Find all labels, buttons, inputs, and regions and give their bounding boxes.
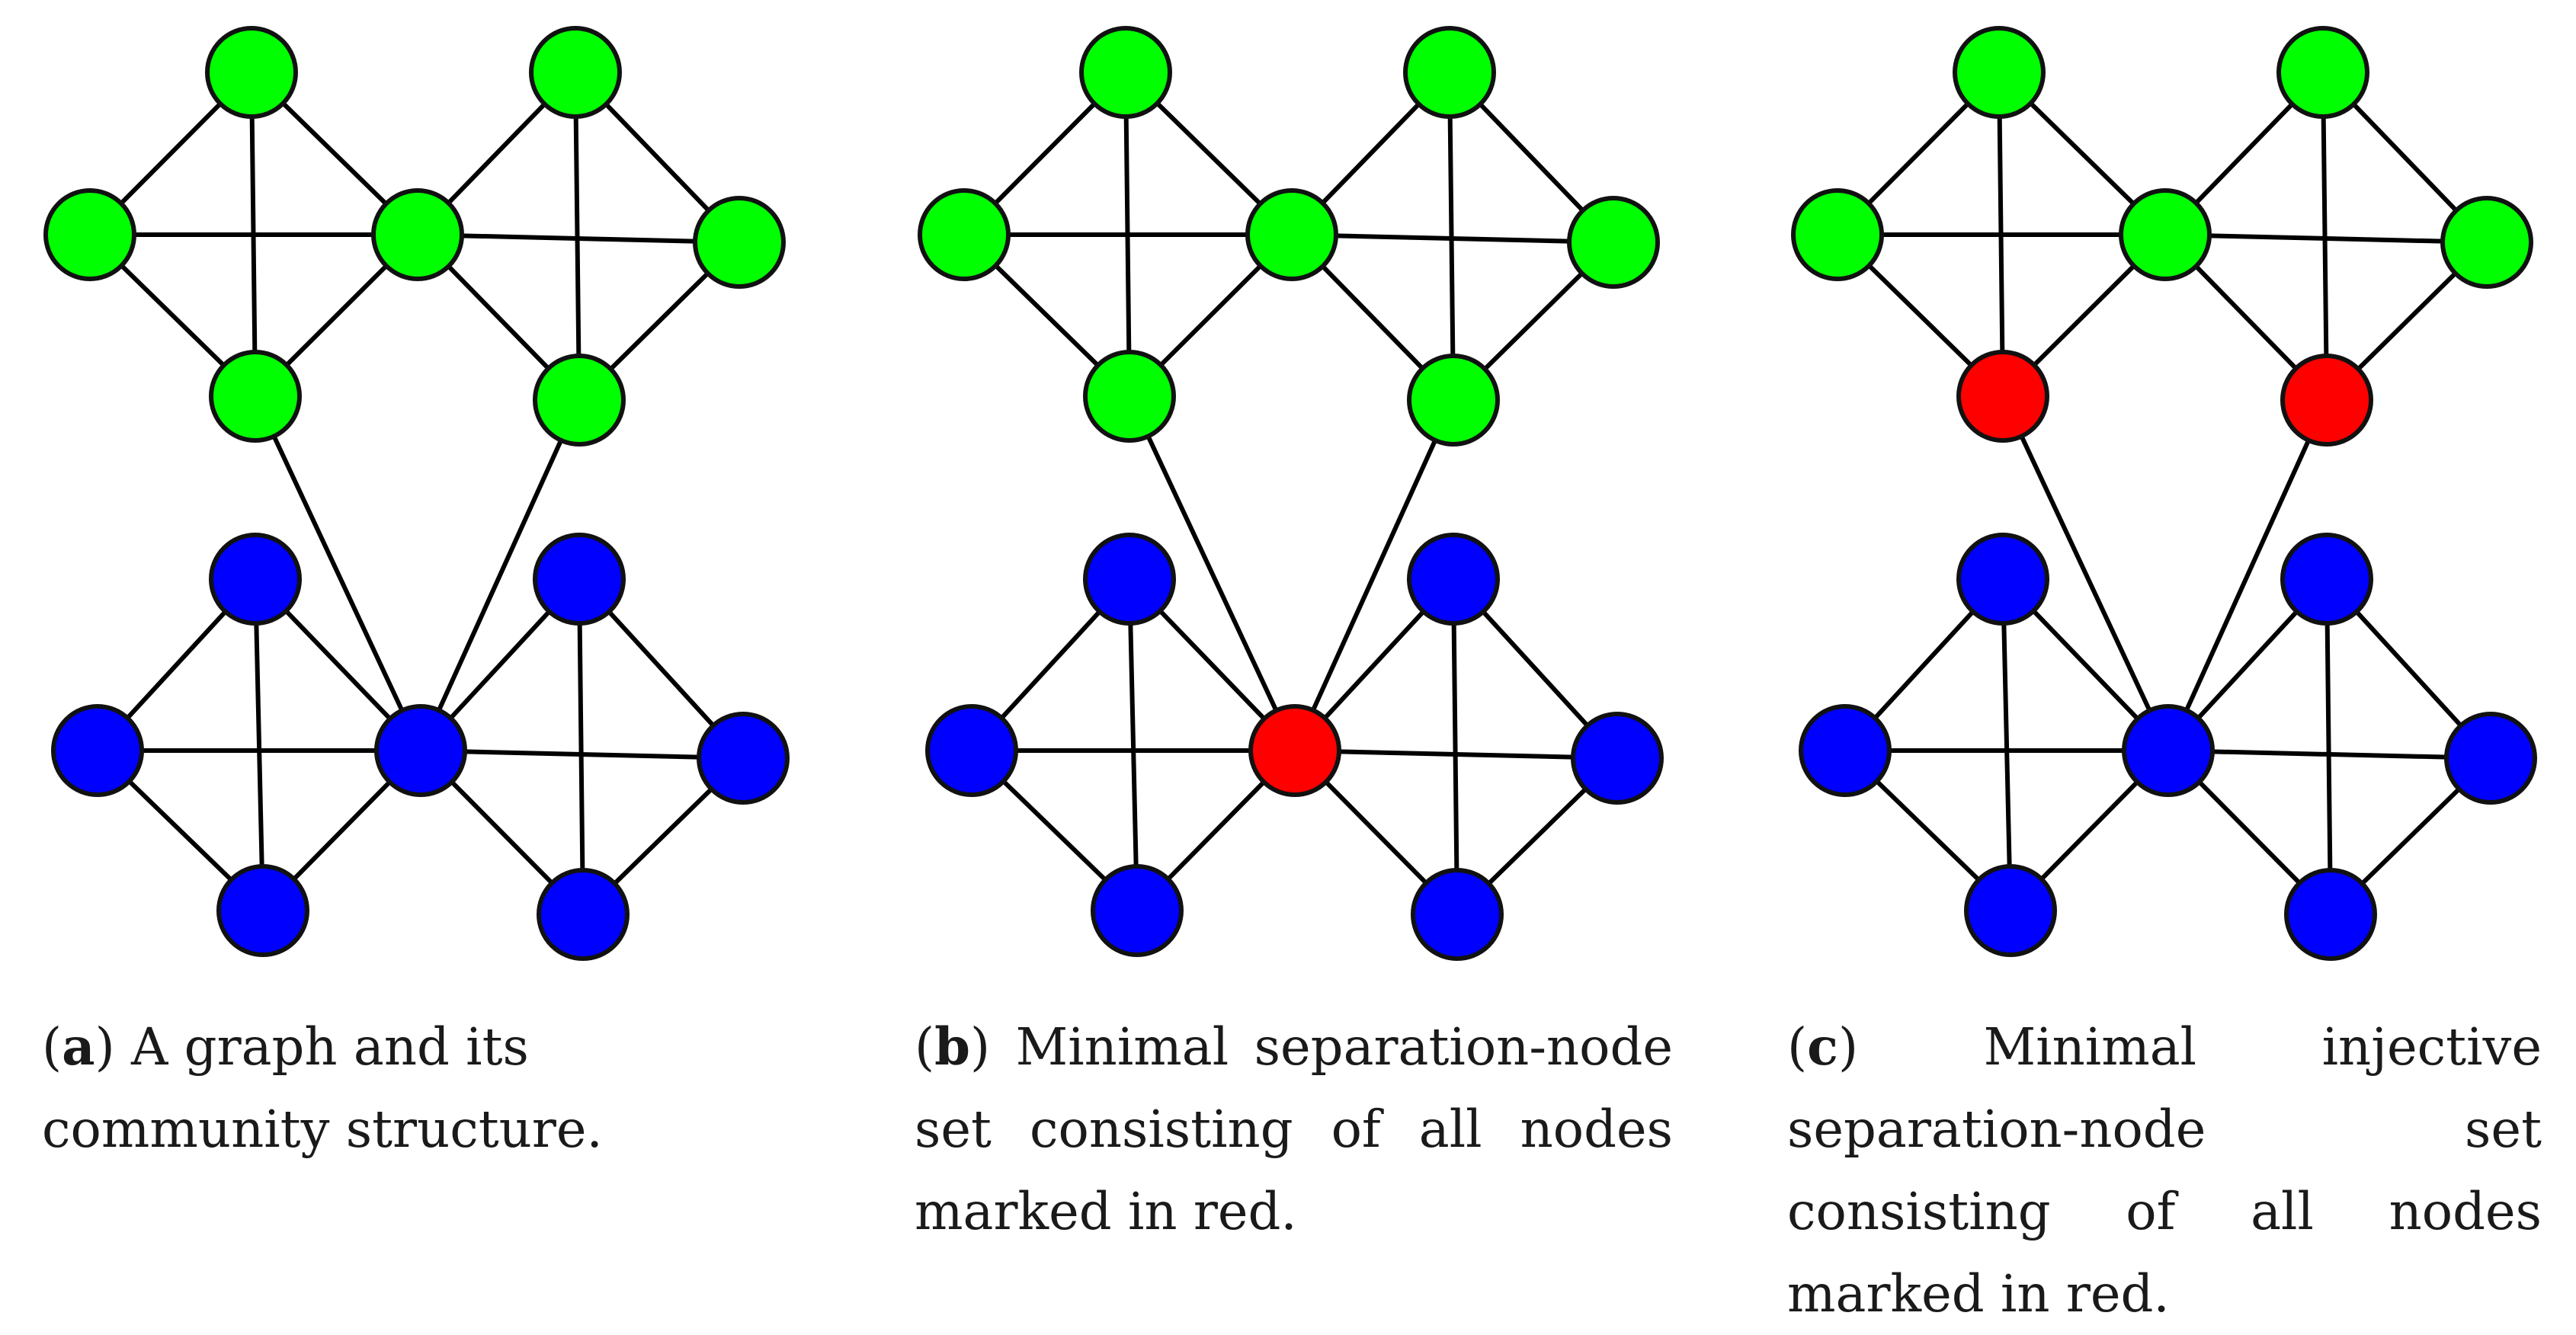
edge-c-24 — [2001, 395, 2171, 752]
node-b-11 — [1248, 704, 1341, 797]
node-b-5 — [1567, 196, 1660, 289]
edge-b-24 — [1127, 395, 1297, 752]
node-a-12 — [697, 712, 790, 805]
node-c-8 — [1799, 704, 1892, 797]
node-c-13 — [2284, 868, 2377, 961]
caption-c-text: Minimal injective separation-node set co… — [1787, 1017, 2542, 1324]
edge-c-25 — [2166, 399, 2329, 752]
node-a-10 — [533, 533, 626, 626]
edge-c-9 — [2164, 232, 2488, 245]
node-a-0 — [205, 26, 298, 119]
node-b-10 — [1407, 533, 1500, 626]
node-c-1 — [1791, 188, 1884, 281]
node-b-4 — [1083, 350, 1176, 443]
node-a-4 — [209, 350, 302, 443]
caption-c: (c) Minimal injective separation-node se… — [1787, 1016, 2542, 1324]
node-c-0 — [1953, 26, 2046, 119]
node-c-7 — [1956, 533, 2049, 626]
node-a-1 — [43, 188, 136, 281]
node-c-10 — [2280, 533, 2373, 626]
node-b-3 — [1403, 26, 1496, 119]
node-b-12 — [1571, 712, 1664, 805]
node-b-2 — [1245, 188, 1338, 281]
node-b-0 — [1079, 26, 1172, 119]
caption-a-letter: a — [62, 1016, 95, 1077]
node-b-7 — [1083, 533, 1176, 626]
edge-b-9 — [1291, 232, 1614, 245]
node-b-9 — [1091, 864, 1184, 957]
node-b-6 — [1407, 354, 1500, 447]
edge-b-21 — [1294, 748, 1618, 760]
edge-a-14 — [253, 578, 265, 911]
caption-b-letter: b — [934, 1016, 970, 1077]
graph-panel-b — [918, 26, 1664, 961]
node-c-12 — [2444, 712, 2537, 805]
edge-a-9 — [417, 232, 740, 245]
node-a-5 — [693, 196, 786, 289]
caption-b: (b) Minimal separation-node set consisti… — [915, 1016, 1673, 1241]
node-a-7 — [209, 533, 302, 626]
node-a-6 — [533, 354, 626, 447]
node-c-4 — [1956, 350, 2049, 443]
graph-panel-c — [1791, 26, 2537, 961]
edge-a-25 — [418, 399, 582, 752]
node-a-11 — [374, 704, 467, 797]
edge-b-14 — [1127, 578, 1139, 911]
node-c-9 — [1964, 864, 2057, 957]
node-a-2 — [371, 188, 464, 281]
node-c-2 — [2119, 188, 2212, 281]
figure-canvas — [43, 26, 2537, 961]
edge-a-21 — [420, 748, 744, 760]
node-a-13 — [537, 868, 630, 961]
edge-b-25 — [1293, 399, 1456, 752]
edge-a-20 — [577, 578, 585, 915]
node-a-3 — [529, 26, 622, 119]
edge-c-20 — [2324, 578, 2333, 915]
edge-c-21 — [2167, 748, 2491, 760]
edge-b-20 — [1451, 578, 1459, 915]
graph-panel-a — [43, 26, 790, 961]
edge-c-14 — [2001, 578, 2013, 911]
node-a-8 — [51, 704, 144, 797]
node-b-1 — [918, 188, 1011, 281]
node-c-5 — [2440, 196, 2533, 289]
caption-b-text: Minimal separation-node set consisting o… — [915, 1017, 1673, 1241]
caption-a: (a) A graph and its community structure. — [42, 1016, 603, 1159]
node-b-8 — [925, 704, 1018, 797]
node-a-9 — [216, 864, 309, 957]
node-c-6 — [2280, 354, 2373, 447]
edge-a-24 — [253, 395, 423, 752]
caption-a-text: A graph and its community structure. — [42, 1017, 603, 1159]
node-c-3 — [2276, 26, 2369, 119]
node-c-11 — [2122, 704, 2215, 797]
node-b-13 — [1411, 868, 1504, 961]
caption-c-letter: c — [1807, 1016, 1838, 1077]
